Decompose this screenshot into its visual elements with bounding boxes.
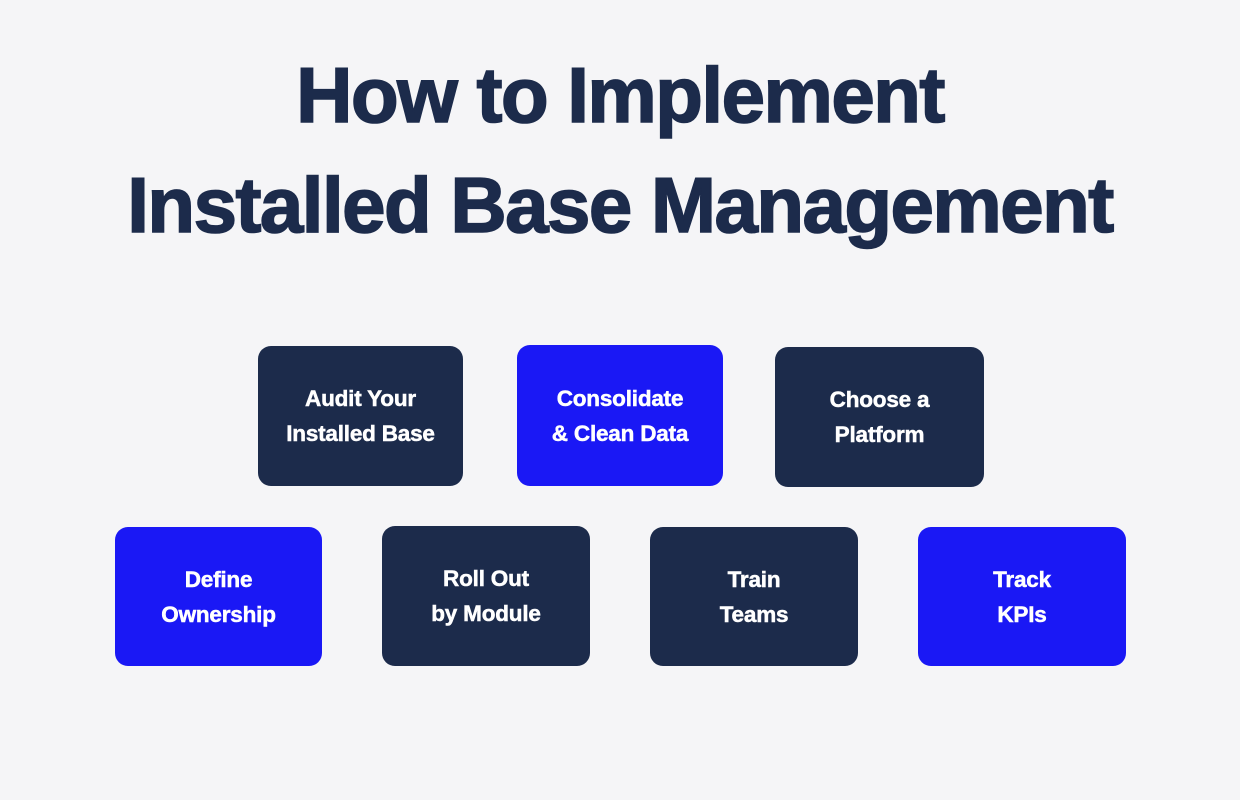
step-box-train-teams[interactable]: Train Teams [650, 527, 858, 666]
step-label-line-2: Teams [719, 601, 789, 627]
page-title: How to Implement Installed Base Manageme… [0, 40, 1240, 260]
step-label-line-2: by Module [431, 601, 541, 627]
step-box-define-ownership[interactable]: Define Ownership [115, 527, 322, 666]
step-label-line-1: Choose a [829, 387, 930, 413]
step-box-audit-your-installed-base[interactable]: Audit Your Installed Base [258, 346, 463, 486]
step-box-roll-out-by-module[interactable]: Roll Out by Module [382, 526, 590, 666]
step-label-line-2: & Clean Data [551, 420, 689, 446]
step-label-line-1: Consolidate [556, 385, 684, 411]
step-label-line-1: Define [184, 566, 253, 592]
step-label-line-2: Installed Base [286, 421, 435, 447]
step-box-choose-a-platform[interactable]: Choose a Platform [775, 347, 984, 487]
step-box-consolidate-and-clean-data[interactable]: Consolidate & Clean Data [517, 345, 723, 486]
step-label-line-2: Ownership [161, 601, 276, 627]
step-label-line-1: Roll Out [443, 566, 530, 592]
step-label-line-1: Track [993, 566, 1052, 592]
step-box-track-kpis[interactable]: Track KPIs [918, 527, 1126, 666]
page-title-line-1: How to Implement [295, 50, 946, 140]
step-label-line-1: Audit Your [305, 386, 417, 412]
step-label-line-1: Train [727, 566, 781, 592]
page-title-line-2: Installed Base Management [126, 160, 1115, 250]
step-label-line-2: Platform [834, 422, 925, 448]
step-label-line-2: KPIs [997, 601, 1047, 627]
